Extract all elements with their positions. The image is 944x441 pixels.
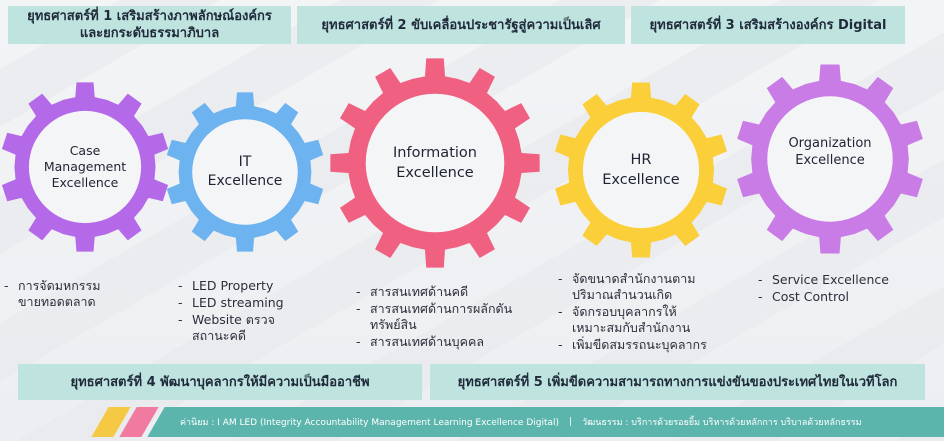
strategy-4-banner: ยุทธศาสตร์ที่ 4 พัฒนาบุคลากรให้มีความเป็… <box>18 364 422 400</box>
it-gear-label: IT Excellence <box>207 154 283 189</box>
information-gear: Information Excellence <box>330 58 540 268</box>
organization-gear: Organization Excellence <box>735 64 925 254</box>
bullet-item: Cost Control <box>758 289 928 305</box>
hr-gear-icon <box>555 82 727 258</box>
bullet-item: สารสนเทศด้านการผลักดัน ทรัพย์สิน <box>356 301 546 333</box>
strategy-2-label: ยุทธศาสตร์ที่ 2 ขับเคลื่อนประชารัฐสู่ควา… <box>321 17 601 33</box>
it-bullets: LED Property LED streaming Website ตรวจ … <box>178 278 338 345</box>
bullet-item: เพิ่มขีดสมรรถนะบุคลากร <box>558 337 743 353</box>
strategy-5-label: ยุทธศาสตร์ที่ 5 เพิ่มขีดความสามารถทางการ… <box>457 374 898 390</box>
organization-bullets: Service Excellence Cost Control <box>758 272 928 306</box>
hr-gear-label: HR Excellence <box>602 152 680 188</box>
footer-values: ค่านิยม : I AM LED (Integrity Accountabi… <box>180 418 560 428</box>
strategy-1-label: ยุทธศาสตร์ที่ 1 เสริมสร้างภาพลักษณ์องค์ก… <box>27 9 272 41</box>
hr-bullets: จัดขนาดสำนักงานตาม ปริมาณสำนวนเกิด จัดกร… <box>558 271 743 354</box>
bullet-item: Website ตรวจ สถานะคดี <box>178 312 338 344</box>
bullet-item: การจัดมหกรรม ขายทอดตลาด <box>4 278 154 310</box>
information-gear-icon <box>330 58 540 268</box>
gear-hub <box>767 96 893 222</box>
case-management-gear: Case Management Excellence <box>0 82 170 252</box>
case-management-bullets: การจัดมหกรรม ขายทอดตลาด <box>4 278 154 311</box>
it-gear: IT Excellence <box>165 92 325 252</box>
strategy-5-banner: ยุทธศาสตร์ที่ 5 เพิ่มขีดความสามารถทางการ… <box>430 364 925 400</box>
bullet-item: LED streaming <box>178 295 338 311</box>
bullet-item: จัดขนาดสำนักงานตาม ปริมาณสำนวนเกิด <box>558 271 743 303</box>
case-management-gear-label: Case Management Excellence <box>43 143 127 190</box>
footer-culture: วัฒนธรรม : บริการด้วยรอยยิ้ม บริหารด้วยห… <box>582 418 862 428</box>
bullet-item: LED Property <box>178 278 338 294</box>
organization-gear-label: Organization Excellence <box>788 136 872 168</box>
footer-bar: ค่านิยม : I AM LED (Integrity Accountabi… <box>168 407 944 437</box>
gear-hub <box>28 110 142 224</box>
footer-divider: | <box>569 417 573 427</box>
strategy-3-label: ยุทธศาสตร์ที่ 3 เสริมสร้างองค์กร Digital <box>649 17 887 33</box>
organization-gear-icon <box>737 64 923 254</box>
bullet-item: สารสนเทศด้านคดี <box>356 284 546 300</box>
it-gear-icon <box>166 92 324 252</box>
strategy-2-banner: ยุทธศาสตร์ที่ 2 ขับเคลื่อนประชารัฐสู่ควา… <box>297 6 625 44</box>
information-gear-label: Information Excellence <box>393 145 477 181</box>
information-bullets: สารสนเทศด้านคดี สารสนเทศด้านการผลักดัน ท… <box>356 284 546 351</box>
gear-hub <box>365 93 505 233</box>
gear-hub <box>582 111 700 229</box>
strategy-1-banner: ยุทธศาสตร์ที่ 1 เสริมสร้างภาพลักษณ์องค์ก… <box>8 6 291 44</box>
case-management-gear-icon <box>1 82 169 252</box>
bullet-item: สารสนเทศด้านบุคคล <box>356 334 546 350</box>
bullet-item: จัดกรอบบุคลากรให้ เหมาะสมกับสำนักงาน <box>558 304 743 336</box>
bullet-item: Service Excellence <box>758 272 928 288</box>
gear-hub <box>192 119 298 225</box>
strategy-4-label: ยุทธศาสตร์ที่ 4 พัฒนาบุคลากรให้มีความเป็… <box>70 374 370 390</box>
hr-gear: HR Excellence <box>553 82 729 258</box>
strategy-3-banner: ยุทธศาสตร์ที่ 3 เสริมสร้างองค์กร Digital <box>631 6 905 44</box>
